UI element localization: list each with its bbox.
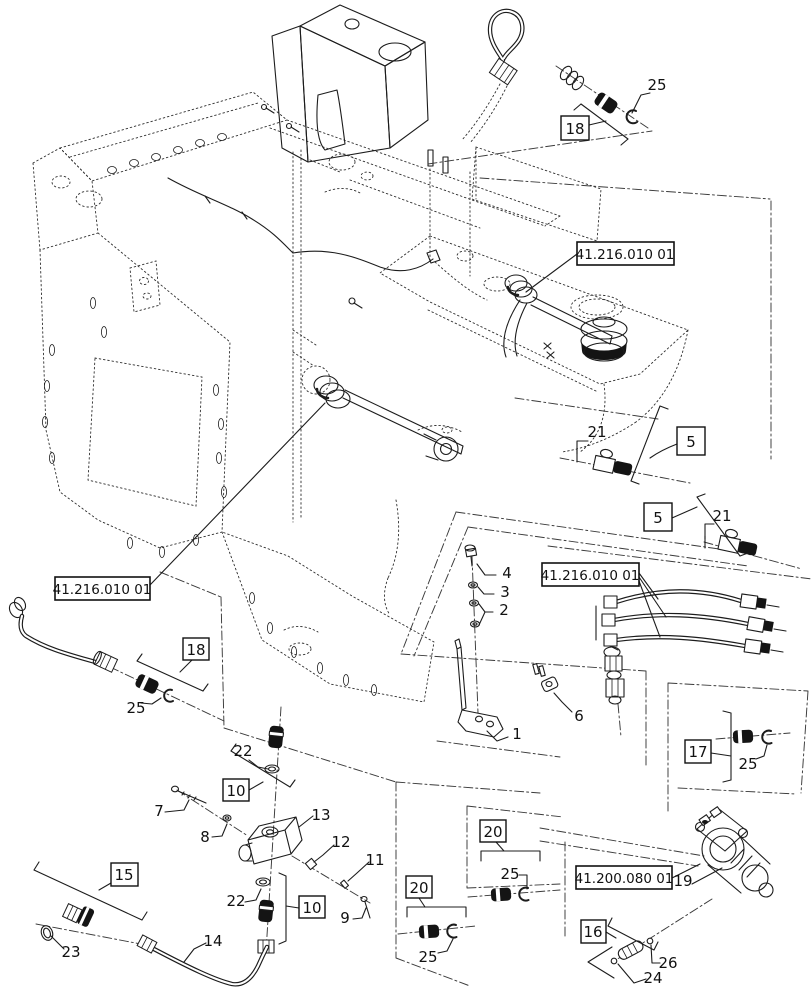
group-box-17[interactable]	[684, 739, 712, 764]
spring-pin-16	[610, 937, 654, 965]
part-number-22: 22	[226, 892, 245, 910]
wiring-harness	[167, 103, 555, 359]
group-box-15[interactable]	[110, 862, 139, 887]
ref-box-label: 41.216.010 01	[541, 568, 640, 584]
part-number-26: 26	[658, 954, 677, 972]
quick-coupler-plug	[135, 674, 159, 694]
phantom-boundaries	[35, 65, 812, 987]
part-number-7: 7	[154, 802, 164, 820]
ref-box-41-216-010-01-top[interactable]	[576, 241, 675, 266]
mounting-bracket-part	[454, 638, 504, 738]
fitting-chain-center	[170, 725, 371, 954]
group-box-20-upper[interactable]	[479, 819, 507, 843]
part-number-24: 24	[643, 969, 662, 987]
group-box-5-upper[interactable]	[676, 426, 706, 456]
part-number-11: 11	[365, 851, 384, 869]
part-number-25: 25	[647, 76, 666, 94]
group-box-label: 18	[186, 641, 205, 659]
group-box-18-left[interactable]	[182, 637, 210, 661]
ref-box-41-200-080-01[interactable]	[575, 865, 673, 890]
group-box-label: 20	[409, 879, 428, 897]
plug-fitting-17	[732, 729, 773, 745]
frame-slot-holes	[42, 297, 227, 558]
top-mounting-bracket	[271, 4, 429, 163]
retainer-clip	[163, 688, 174, 703]
callouts: 41.216.010 01 41.216.010 01 41.216.010 0…	[53, 76, 758, 987]
ref-box-41-216-010-01-mid[interactable]	[541, 562, 640, 587]
steel-tube-and-elbow	[40, 903, 270, 987]
ref-box-41-216-010-01-left[interactable]	[54, 576, 151, 601]
group-box-label: 18	[565, 120, 584, 138]
hose-clamp	[532, 663, 559, 692]
part-number-25: 25	[500, 865, 519, 883]
group-box-label: 16	[583, 923, 602, 941]
group-box-5-lower[interactable]	[643, 502, 673, 532]
group-box-16[interactable]	[580, 919, 607, 944]
part-number-1: 1	[512, 725, 522, 743]
bracket-fasteners	[464, 544, 481, 628]
group-box-10-upper[interactable]	[222, 778, 250, 802]
part-number-25: 25	[738, 755, 757, 773]
ref-box-label: 41.216.010 01	[576, 247, 675, 263]
part-number-22: 22	[233, 742, 252, 760]
part-number-21: 21	[587, 423, 606, 441]
tee-fitting-upper	[576, 448, 633, 476]
part-number-2: 2	[499, 601, 509, 619]
part-number-8: 8	[200, 828, 210, 846]
hydraulic-pump	[694, 806, 774, 898]
quick-coupler-plug	[594, 92, 618, 114]
tee-fitting-lower	[704, 528, 758, 556]
steering-cylinder-upper	[504, 274, 628, 362]
ref-box-label: 41.216.010 01	[53, 582, 152, 598]
group-box-label: 10	[302, 899, 321, 917]
part-number-14: 14	[203, 932, 222, 950]
leader-lines	[33, 92, 768, 984]
part-number-25: 25	[418, 948, 437, 966]
machine-frame	[32, 91, 689, 703]
group-box-18-top[interactable]	[560, 115, 590, 141]
ref-box-label: 41.200.080 01	[575, 871, 674, 887]
hose-bundle-right	[595, 589, 787, 705]
group-box-label: 15	[114, 866, 133, 884]
group-box-label: 5	[686, 433, 696, 451]
part-number-4: 4	[502, 564, 512, 582]
hose-assembly-top	[487, 8, 638, 125]
part-number-9: 9	[340, 909, 350, 927]
hose-assembly-left	[8, 596, 174, 703]
group-box-label: 20	[483, 823, 502, 841]
part-number-3: 3	[500, 583, 510, 601]
part-number-19: 19	[673, 872, 692, 890]
group-box-label: 10	[226, 782, 245, 800]
part-number-13: 13	[311, 806, 330, 824]
part-number-12: 12	[331, 833, 350, 851]
part-number-25: 25	[126, 699, 145, 717]
steering-cylinder-lower	[313, 375, 464, 462]
group-box-label: 5	[653, 509, 663, 527]
group-box-20-lower[interactable]	[405, 875, 433, 899]
plug-fittings-20	[418, 886, 530, 939]
group-box-10-lower[interactable]	[298, 895, 326, 919]
group-box-label: 17	[688, 743, 707, 761]
part-number-6: 6	[574, 707, 584, 725]
part-number-23: 23	[61, 943, 80, 961]
part-number-21: 21	[712, 507, 731, 525]
